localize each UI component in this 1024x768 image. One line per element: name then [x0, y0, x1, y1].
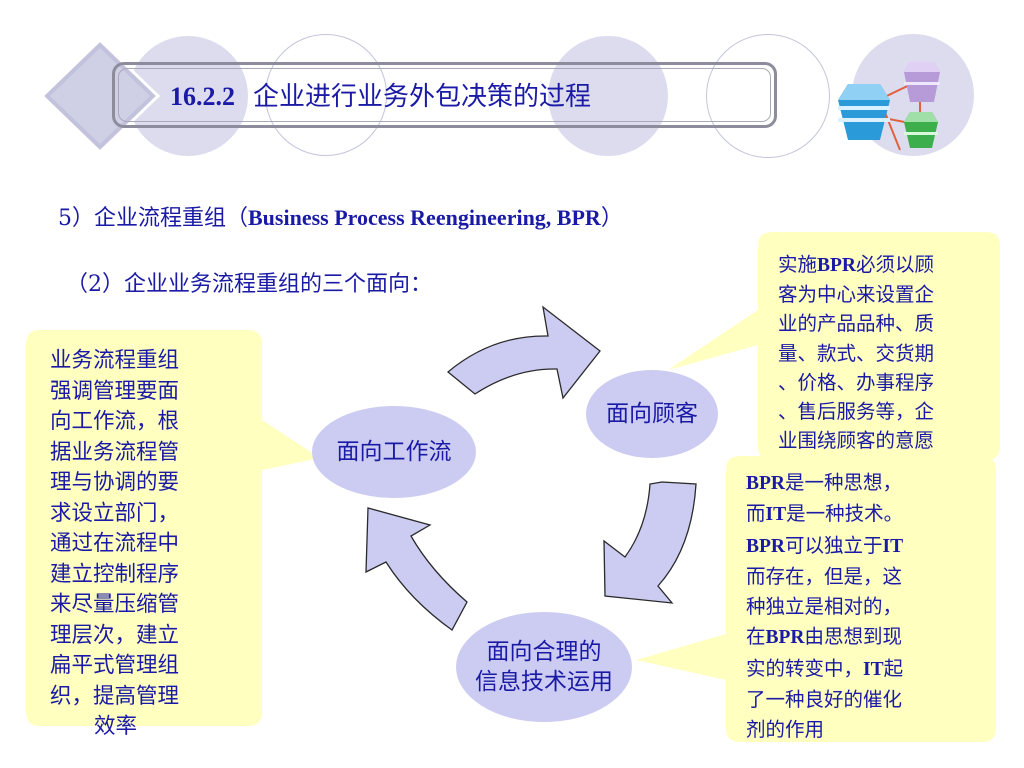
top-right-note-line: 实施BPR必须以顾	[778, 253, 935, 276]
title-frame	[112, 62, 777, 128]
left-note-line: 强调管理要面	[50, 378, 180, 404]
bottom-right-note-line: 在BPR由思想到现	[746, 625, 903, 649]
title-text: 企业进行业务外包决策的过程	[253, 82, 592, 112]
top-right-note-line: 、价格、办事程序	[778, 370, 935, 394]
bottom-right-note: BPR是一种思想， 而IT是一种技术。 BPR可以独立于IT 而存在，但是，这 …	[746, 468, 982, 746]
node-workflow-label: 面向工作流	[336, 439, 452, 465]
arrow-it-to-workflow	[365, 507, 468, 631]
left-note-line: 效率	[94, 714, 138, 739]
bottom-right-note-line: 剂的作用	[746, 718, 825, 742]
top-right-note-line: 、售后服务等，企	[778, 400, 935, 424]
header-decor-circle-2	[265, 34, 387, 156]
left-callout-shape	[26, 330, 320, 726]
left-note-line: 理与协调的要	[50, 470, 180, 495]
left-note-line: 建立控制程序	[50, 561, 180, 587]
top-right-note-line: 量、款式、交货期	[778, 341, 935, 365]
header-decor-circle-3	[548, 36, 668, 156]
arrow-customer-to-it	[603, 481, 697, 604]
top-right-note-line: 业围绕顾客的意愿	[778, 429, 935, 453]
header-decor-circle-4	[706, 34, 830, 158]
bottom-right-note-line: 种独立是相对的，	[746, 595, 903, 619]
node-it-label-1: 面向合理的	[486, 639, 602, 665]
left-note-line: 织，提高管理	[50, 683, 180, 709]
left-note-line: 通过在流程中	[50, 531, 180, 556]
sub-heading: （2）企业业务流程重组的三个面向：	[66, 272, 432, 297]
main-heading-suffix: ）	[600, 206, 623, 231]
page-title: 16.2.2 企业进行业务外包决策的过程	[170, 76, 591, 113]
node-workflow: 面向工作流	[312, 406, 476, 498]
main-heading: 5）企业流程重组（Business Process Reengineering,…	[58, 200, 623, 232]
node-customer: 面向顾客	[586, 370, 718, 458]
left-note-line: 向工作流，根	[50, 409, 180, 434]
node-customer-label: 面向顾客	[606, 401, 698, 427]
left-note: 业务流程重组 强调管理要面 向工作流，根 据业务流程管 理与协调的要 求设立部门…	[50, 346, 240, 768]
bottom-right-callout-shape	[636, 456, 996, 742]
main-heading-english: Business Process Reengineering, BPR	[248, 205, 601, 230]
node-it: 面向合理的 信息技术运用	[456, 612, 632, 722]
left-note-line: 来尽量压缩管	[50, 592, 180, 617]
bottom-right-note-line: 了一种良好的催化	[746, 688, 903, 712]
top-right-callout-shape	[668, 232, 1000, 460]
top-right-note-line: 客为中心来设置企	[778, 283, 935, 307]
top-right-note: 实施BPR必须以顾 客为中心来设置企 业的产品品种、质 量、款式、交货期 、价格…	[778, 250, 988, 454]
left-note-line: 理层次，建立	[50, 622, 180, 648]
bottom-right-note-line: BPR可以独立于IT	[746, 533, 904, 557]
top-right-note-line: 业的产品品种、质	[778, 312, 935, 336]
bottom-right-note-line: 而存在，但是，这	[746, 564, 903, 588]
left-note-line: 据业务流程管	[50, 439, 180, 465]
left-note-line: 扁平式管理组	[50, 653, 180, 678]
node-it-label-2: 信息技术运用	[475, 669, 613, 695]
section-number: 16.2.2	[170, 82, 235, 111]
main-heading-prefix: 5）企业流程重组（	[58, 206, 248, 231]
title-frame-inner	[118, 68, 771, 122]
bottom-right-note-line: 实的转变中，IT起	[746, 656, 904, 680]
bottom-right-note-line: BPR是一种思想，	[746, 471, 903, 494]
arrow-workflow-to-customer	[446, 305, 601, 400]
left-note-line: 业务流程重组	[50, 348, 180, 373]
bottom-right-note-line: 而IT是一种技术。	[746, 502, 904, 526]
left-note-line: 求设立部门，	[50, 500, 180, 526]
